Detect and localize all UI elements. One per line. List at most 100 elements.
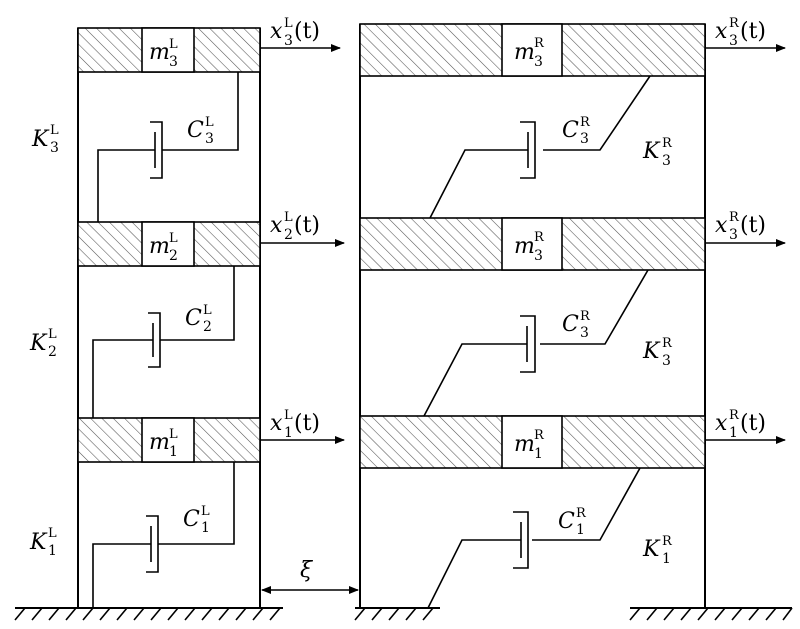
left-building-frame — [77, 28, 261, 608]
left-displacement-3: x L 3 (t) — [260, 16, 341, 52]
left-displacement-1: x L 1 (t) — [260, 408, 345, 444]
right-damper-3: C R 3 — [429, 75, 651, 219]
right-spring-2-label: K R 3 — [642, 336, 673, 369]
right-displacement-3-arg: (t) — [740, 19, 766, 44]
right-mass-3-sub: 3 — [534, 54, 543, 70]
left-spring-2-label: K L 2 — [29, 327, 57, 360]
left-mass-floor-2: m L 2 — [77, 221, 261, 267]
left-displacement-1-sup: L — [284, 408, 293, 423]
left-damper-3-sup: L — [205, 115, 214, 130]
left-spring-2-sub: 2 — [48, 344, 57, 360]
right-mass-3-sup: R — [534, 36, 545, 51]
right-damper-2: C R 3 — [423, 269, 649, 417]
left-mass-1-sub: 1 — [169, 444, 178, 460]
right-spring-3-label: K R 3 — [642, 136, 673, 169]
left-spring-3-label: K L 3 — [31, 123, 59, 156]
left-spring-1-symbol: K — [29, 530, 48, 555]
right-displacement-1-arg: (t) — [740, 411, 766, 436]
ground-left — [14, 607, 283, 621]
right-damper-1-symbol: C — [558, 509, 575, 534]
left-mass-2-sup: L — [169, 231, 178, 246]
left-spring-3-sup: L — [50, 123, 59, 138]
left-mass-3-sub: 3 — [169, 54, 178, 70]
left-displacement-2-arg: (t) — [294, 213, 320, 238]
right-damper-3-symbol: C — [562, 118, 579, 143]
right-displacement-1: x R 1 (t) — [705, 408, 786, 444]
right-damper-3-sub: 3 — [580, 131, 589, 147]
left-damper-1-symbol: C — [183, 507, 200, 532]
right-spring-2-sub: 3 — [662, 353, 671, 369]
left-spring-3-sub: 3 — [50, 140, 59, 156]
left-mass-1-sup: L — [169, 427, 178, 442]
left-mass-floor-1: m L 1 — [77, 417, 261, 463]
left-spring-1-sub: 1 — [48, 543, 57, 559]
left-displacement-1-symbol: x — [270, 411, 283, 436]
left-mass-1-symbol: m — [149, 430, 170, 455]
left-damper-2: C L 2 — [92, 266, 235, 418]
right-building-frame — [359, 24, 706, 608]
right-spring-3-symbol: K — [642, 139, 661, 164]
left-mass-2-sub: 2 — [169, 248, 178, 264]
right-mass-1-symbol: m — [514, 432, 535, 457]
left-damper-1-sub: 1 — [201, 520, 210, 536]
right-mass-floor-3: m R 3 — [359, 23, 706, 77]
left-mass-floor-3: m L 3 — [77, 27, 261, 73]
left-displacement-1-sub: 1 — [284, 425, 293, 441]
right-damper-3-sup: R — [580, 115, 591, 130]
left-displacement-3-sub: 3 — [284, 33, 293, 49]
right-displacement-1-sub: 1 — [729, 425, 738, 441]
right-displacement-2-sub: 3 — [729, 227, 738, 243]
right-damper-1-sup: R — [576, 506, 587, 521]
left-spring-1-sup: L — [48, 526, 57, 541]
right-displacement-2-sup: R — [729, 210, 740, 225]
left-displacement-2: x L 2 (t) — [260, 210, 345, 247]
right-displacement-3-symbol: x — [715, 19, 728, 44]
left-damper-2-sup: L — [203, 303, 212, 318]
left-mass-3-symbol: m — [149, 40, 170, 65]
gap-indicator: ξ — [261, 558, 359, 594]
left-damper-1-sup: L — [201, 504, 210, 519]
left-displacement-1-arg: (t) — [294, 411, 320, 436]
left-mass-2-symbol: m — [149, 234, 170, 259]
right-damper-2-symbol: C — [562, 312, 579, 337]
right-displacement-3-sub: 3 — [729, 33, 738, 49]
right-damper-1-sub: 1 — [576, 522, 585, 538]
right-mass-2-symbol: m — [514, 234, 535, 259]
right-damper-1: C R 1 — [427, 467, 641, 609]
left-displacement-3-symbol: x — [270, 19, 283, 44]
right-displacement-2-arg: (t) — [740, 213, 766, 238]
right-mass-2-sup: R — [534, 230, 545, 245]
left-mass-3-sup: L — [169, 37, 178, 52]
left-damper-1: C L 1 — [92, 462, 235, 608]
right-displacement-2: x R 3 (t) — [705, 210, 786, 247]
right-displacement-1-sup: R — [729, 408, 740, 423]
right-displacement-3: x R 3 (t) — [705, 16, 786, 52]
right-spring-3-sub: 3 — [662, 153, 671, 169]
right-mass-2-sub: 3 — [534, 248, 543, 264]
right-displacement-3-sup: R — [729, 16, 740, 31]
right-spring-1-symbol: K — [642, 537, 661, 562]
right-displacement-2-symbol: x — [715, 213, 728, 238]
right-spring-3-sup: R — [662, 136, 673, 151]
left-displacement-3-arg: (t) — [294, 19, 320, 44]
left-displacement-2-symbol: x — [270, 213, 283, 238]
ground-right — [354, 607, 793, 621]
right-spring-2-symbol: K — [642, 339, 661, 364]
left-spring-2-sup: L — [48, 327, 57, 342]
left-spring-3-symbol: K — [31, 127, 50, 152]
right-mass-1-sub: 1 — [534, 446, 543, 462]
left-damper-2-symbol: C — [185, 306, 202, 331]
gap-symbol: ξ — [300, 558, 314, 583]
right-spring-1-sub: 1 — [662, 551, 671, 567]
right-spring-1-sup: R — [662, 534, 673, 549]
right-damper-2-sup: R — [580, 309, 591, 324]
left-spring-1-label: K L 1 — [29, 526, 57, 559]
right-displacement-1-symbol: x — [715, 411, 728, 436]
left-displacement-2-sup: L — [284, 210, 293, 225]
right-damper-2-sub: 3 — [580, 325, 589, 341]
right-spring-2-sup: R — [662, 336, 673, 351]
left-displacement-3-sup: L — [284, 16, 293, 31]
right-mass-floor-1: m R 1 — [359, 415, 706, 469]
left-displacement-2-sub: 2 — [284, 227, 293, 243]
